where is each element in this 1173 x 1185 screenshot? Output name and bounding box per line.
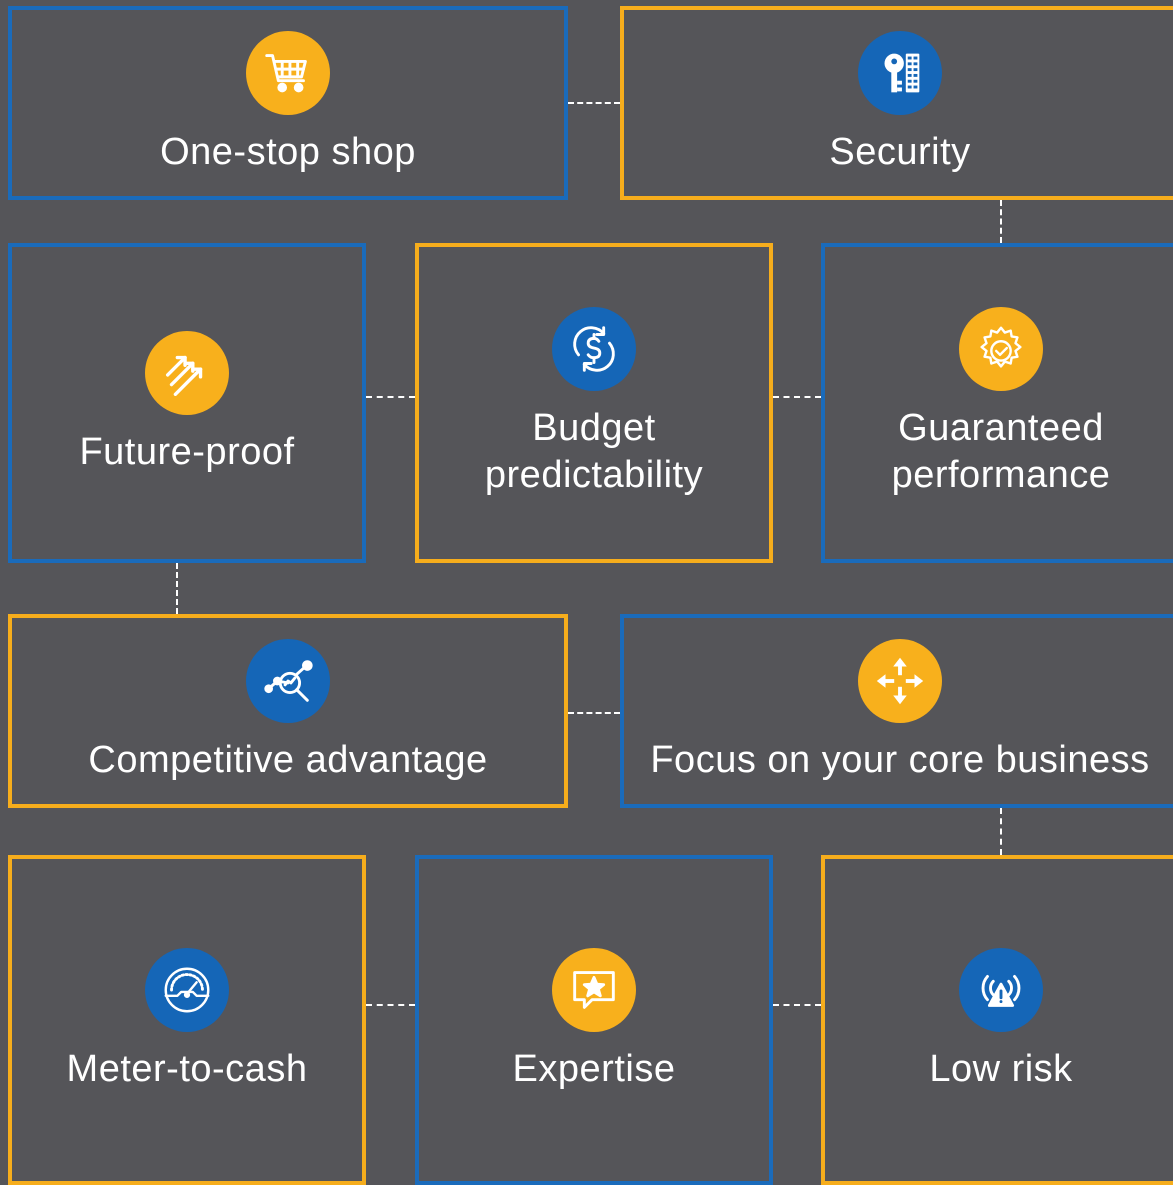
connector-line: [568, 102, 620, 104]
connector-line: [366, 1004, 415, 1006]
shopping-cart-icon: [246, 30, 330, 115]
tile-budget-predictability: Budget predictability: [415, 243, 773, 563]
connector-line: [1000, 200, 1002, 243]
key-server-icon: [858, 30, 942, 115]
tile-guaranteed-performance: Guaranteed performance: [821, 243, 1173, 563]
tile-label: Competitive advantage: [88, 738, 488, 781]
tile-focus-core-business: Focus on your core business: [620, 614, 1173, 808]
tile-label: Meter-to-cash: [66, 1047, 308, 1090]
tile-label: Future-proof: [79, 430, 295, 473]
tile-label: Low risk: [929, 1047, 1073, 1090]
tile-security: Security: [620, 6, 1173, 200]
star-speech-bubble-icon: [552, 947, 636, 1032]
connector-line: [1000, 808, 1002, 855]
tile-expertise: Expertise: [415, 855, 773, 1185]
gear-check-icon: [959, 307, 1043, 391]
tile-competitive-advantage: Competitive advantage: [8, 614, 568, 808]
tile-label: Security: [829, 130, 971, 173]
dollar-cycle-icon: [552, 307, 636, 391]
tile-label: Guaranteed performance: [891, 407, 1111, 496]
signal-warning-icon: [959, 947, 1043, 1032]
connector-line: [568, 712, 620, 714]
tile-meter-to-cash: Meter-to-cash: [8, 855, 366, 1185]
tile-label: Budget predictability: [484, 407, 704, 496]
connector-line: [773, 396, 821, 398]
rising-arrows-icon: [145, 330, 229, 415]
tile-label: One-stop shop: [160, 130, 416, 173]
tile-future-proof: Future-proof: [8, 243, 366, 563]
connector-line: [176, 563, 178, 614]
analytics-magnifier-icon: [246, 638, 330, 723]
tile-low-risk: Low risk: [821, 855, 1173, 1185]
connector-line: [773, 1004, 821, 1006]
gauge-meter-icon: [145, 947, 229, 1032]
tile-one-stop-shop: One-stop shop: [8, 6, 568, 200]
tile-label: Expertise: [512, 1047, 676, 1090]
four-way-arrows-icon: [858, 638, 942, 723]
tile-label: Focus on your core business: [650, 738, 1150, 781]
connector-line: [366, 396, 415, 398]
